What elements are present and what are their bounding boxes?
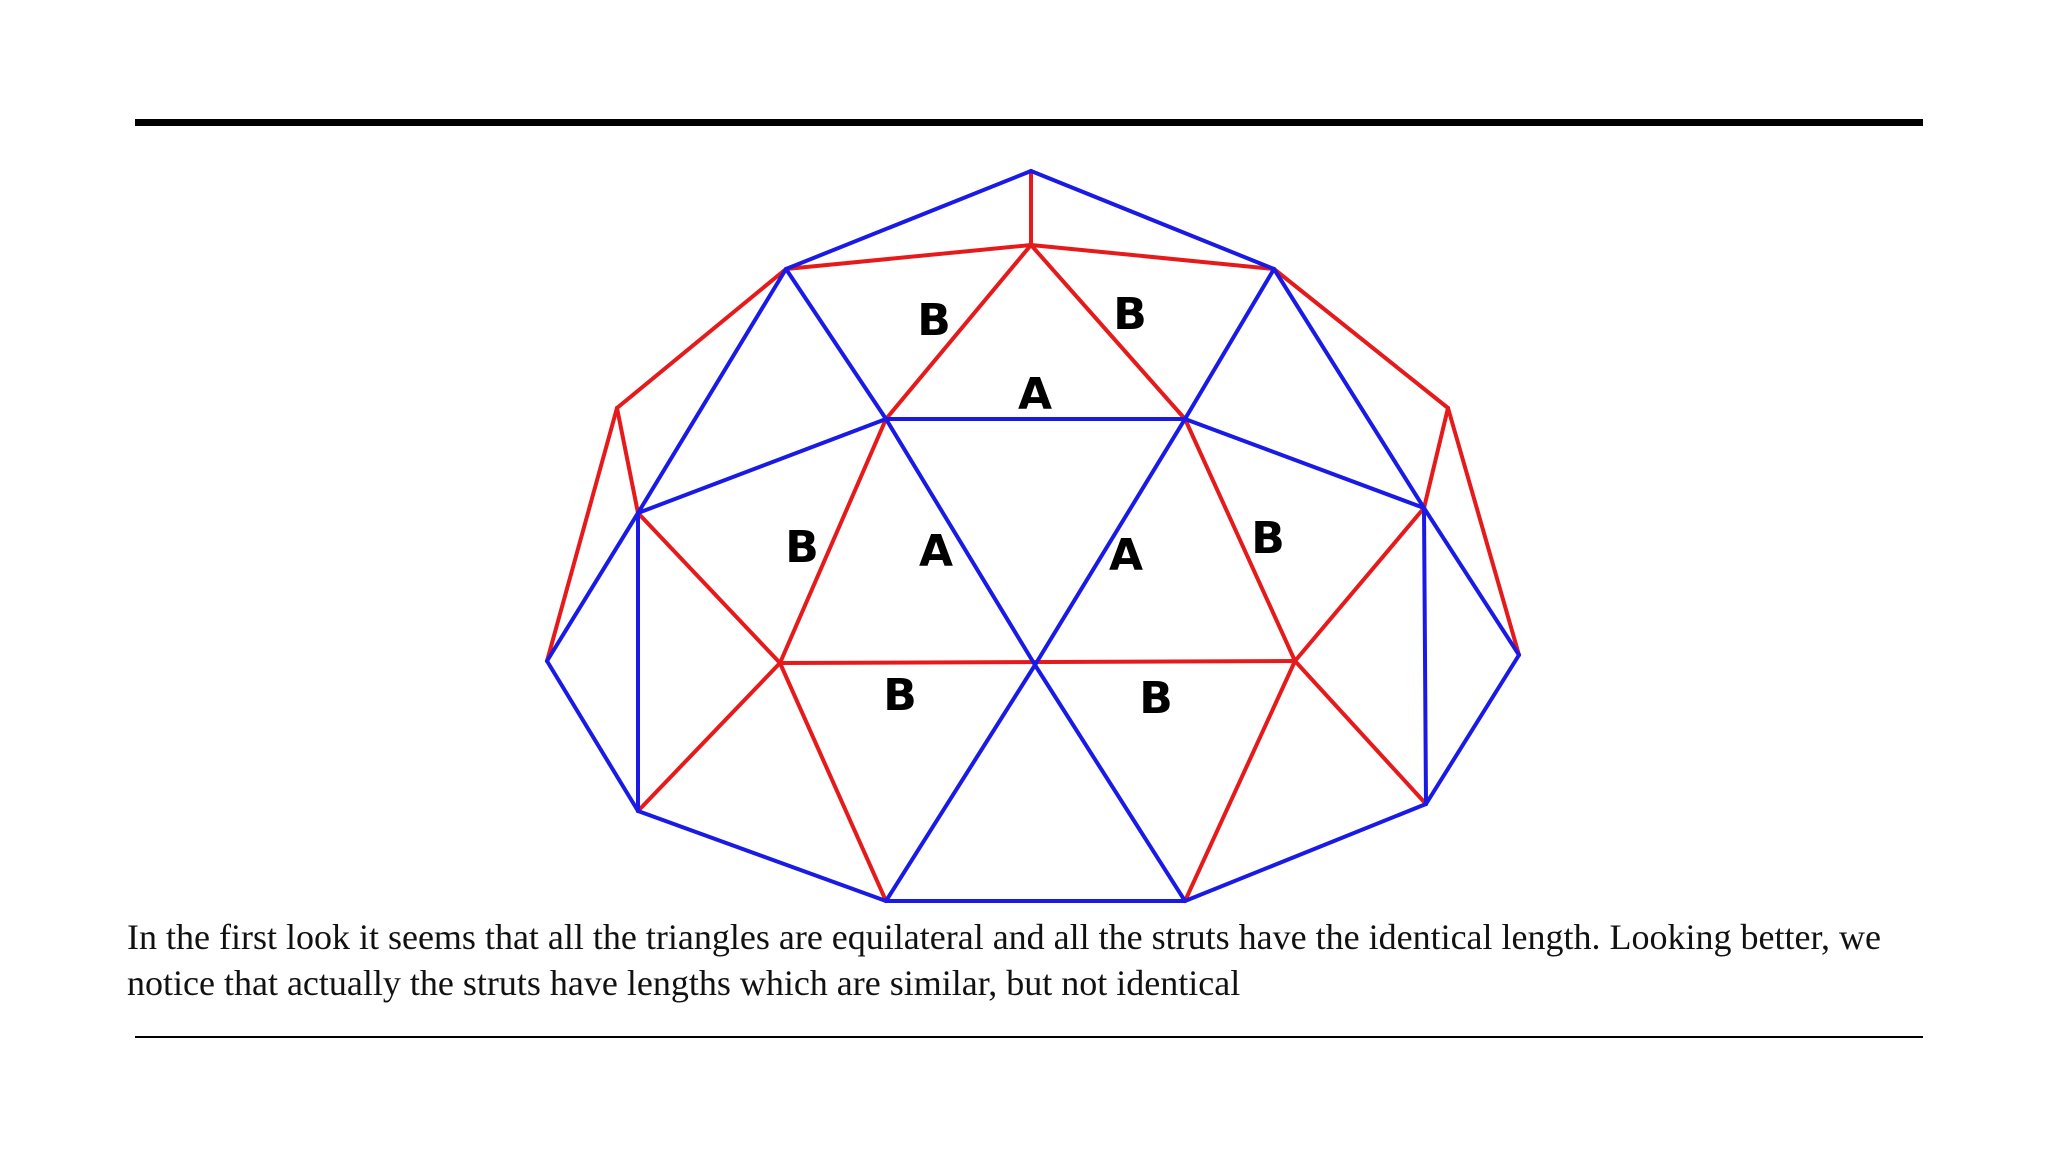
label-a-right: A [1109,530,1143,581]
label-b-left: B [785,522,819,573]
label-b-top-right: B [1113,289,1147,340]
red-strut-ir-mr [1183,417,1297,663]
red-strut-ri-mr [1293,506,1426,663]
red-strut-ur-ro [1272,267,1450,410]
red-strut-ml-ll [636,661,782,813]
blue-strut-il-c [884,417,1037,667]
blue-strut-ur-ir [1183,267,1276,421]
blue-strut-c-br [1033,663,1187,903]
blue-strut-top-ur [1029,169,1276,271]
blue-strut-c-bl [884,663,1037,903]
red-strut-lo-le [545,406,619,663]
red-strut-ml-bl [778,661,888,903]
label-b-right: B [1251,513,1285,564]
red-strut-ur-ti [1029,243,1276,271]
blue-strut-ul-il [784,267,888,421]
blue-strut-top-ul [784,169,1033,271]
label-b-bottom-left: B [883,670,917,721]
red-strut-ro-re [1446,406,1521,657]
bottom-rule [135,1036,1923,1038]
red-strut-li-ml [636,511,782,665]
label-a-top: A [1018,369,1052,420]
red-strut-il-ml [778,417,888,665]
blue-strut-re-lr [1424,653,1521,806]
blue-strut-ir-ri [1183,417,1426,510]
blue-strut-ri-re [1422,506,1521,657]
blue-strut-ll-bl [636,809,888,903]
blue-strut-le-ll [545,659,640,813]
blue-strut-ur-ri [1272,267,1426,510]
red-strut-ul-lo [615,267,788,410]
label-b-top-left: B [917,295,951,346]
blue-strut-li-le [545,511,640,663]
label-b-bottom-right: B [1139,673,1173,724]
red-strut-ro-ri [1422,406,1450,510]
red-strut-ti-ir [1029,243,1187,421]
blue-strut-lr-br [1183,802,1428,903]
blue-strut-ul-li [636,267,788,515]
red-strut-mr-lr [1293,659,1428,806]
caption-text: In the first look it seems that all the … [127,917,1881,1003]
red-strut-lo-li [615,406,640,515]
red-strut-ul-ti [784,243,1033,271]
red-strut-mr-br [1183,659,1297,903]
blue-strut-ir-c [1033,417,1187,667]
blue-strut-li-il [636,417,888,515]
blue-strut-ri-lr [1422,506,1428,806]
red-strut-ti-il [884,243,1033,421]
top-rule [135,119,1923,126]
label-a-left: A [919,526,953,577]
